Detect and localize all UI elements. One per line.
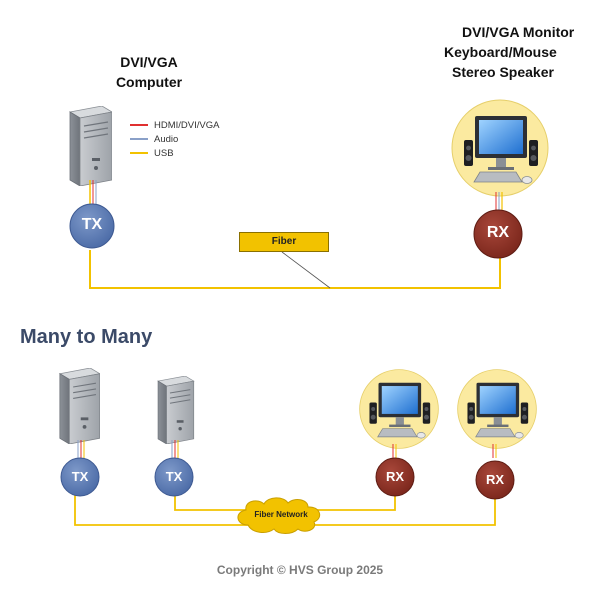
bottom-rx-label-1: RX — [385, 469, 405, 484]
legend-swatch-audio — [130, 138, 148, 140]
legend-label-audio: Audio — [154, 133, 179, 145]
top-rx-node — [473, 209, 523, 259]
display-label-line2: Keyboard/Mouse — [444, 44, 557, 60]
copyright-text: Copyright © HVS Group 2025 — [216, 563, 384, 577]
bottom-display-station-2 — [457, 369, 537, 449]
section-heading: Many to Many — [20, 326, 153, 348]
cable-legend: HDMI/DVI/VGA Audio USB — [130, 118, 219, 160]
bottom-tx-node-1 — [60, 457, 100, 497]
top-computer-tower — [69, 106, 112, 186]
top-fiber-link — [89, 250, 501, 289]
bottom-tx-label-2: TX — [165, 469, 183, 484]
legend-label-usb: USB — [154, 147, 174, 159]
display-label-line3: Stereo Speaker — [452, 64, 554, 80]
top-computer-cables — [89, 180, 97, 205]
legend-item-usb: USB — [130, 146, 219, 160]
display-label: DVI/VGA Monitor Keyboard/Mouse Stereo Sp… — [440, 22, 574, 82]
legend-swatch-usb — [130, 152, 148, 154]
bottom-tx-node-2 — [154, 457, 194, 497]
computer-label: DVI/VGA Computer — [89, 52, 209, 92]
fiber-network-label: Fiber Network — [254, 510, 308, 519]
computer-label-line2: Computer — [115, 74, 183, 90]
legend-item-hdmi: HDMI/DVI/VGA — [130, 118, 219, 132]
top-tx-node — [69, 203, 115, 249]
bottom-rx-label-2: RX — [485, 472, 505, 487]
computer-label-line1: DVI/VGA — [120, 54, 178, 70]
fiber-network-cloud — [237, 497, 321, 534]
bottom-rx-node-1 — [375, 457, 415, 497]
bottom-rx-cables — [392, 444, 497, 458]
fiber-label-box: Fiber — [239, 232, 329, 252]
bottom-display-station-1 — [359, 369, 439, 449]
legend-swatch-hdmi — [130, 124, 148, 126]
bottom-tx-cables — [77, 440, 179, 458]
bottom-computer-tower-1 — [59, 368, 100, 444]
legend-item-audio: Audio — [130, 132, 219, 146]
top-rx-label: RX — [486, 224, 510, 241]
top-tx-label: TX — [81, 216, 103, 233]
top-rx-cables — [495, 192, 503, 212]
top-display-station — [451, 99, 549, 197]
legend-label-hdmi: HDMI/DVI/VGA — [154, 119, 220, 131]
display-label-line1: DVI/VGA Monitor — [462, 24, 575, 40]
bottom-tx-label-1: TX — [71, 469, 89, 484]
bottom-rx-node-2 — [475, 460, 515, 500]
bottom-computer-tower-2 — [157, 376, 195, 444]
